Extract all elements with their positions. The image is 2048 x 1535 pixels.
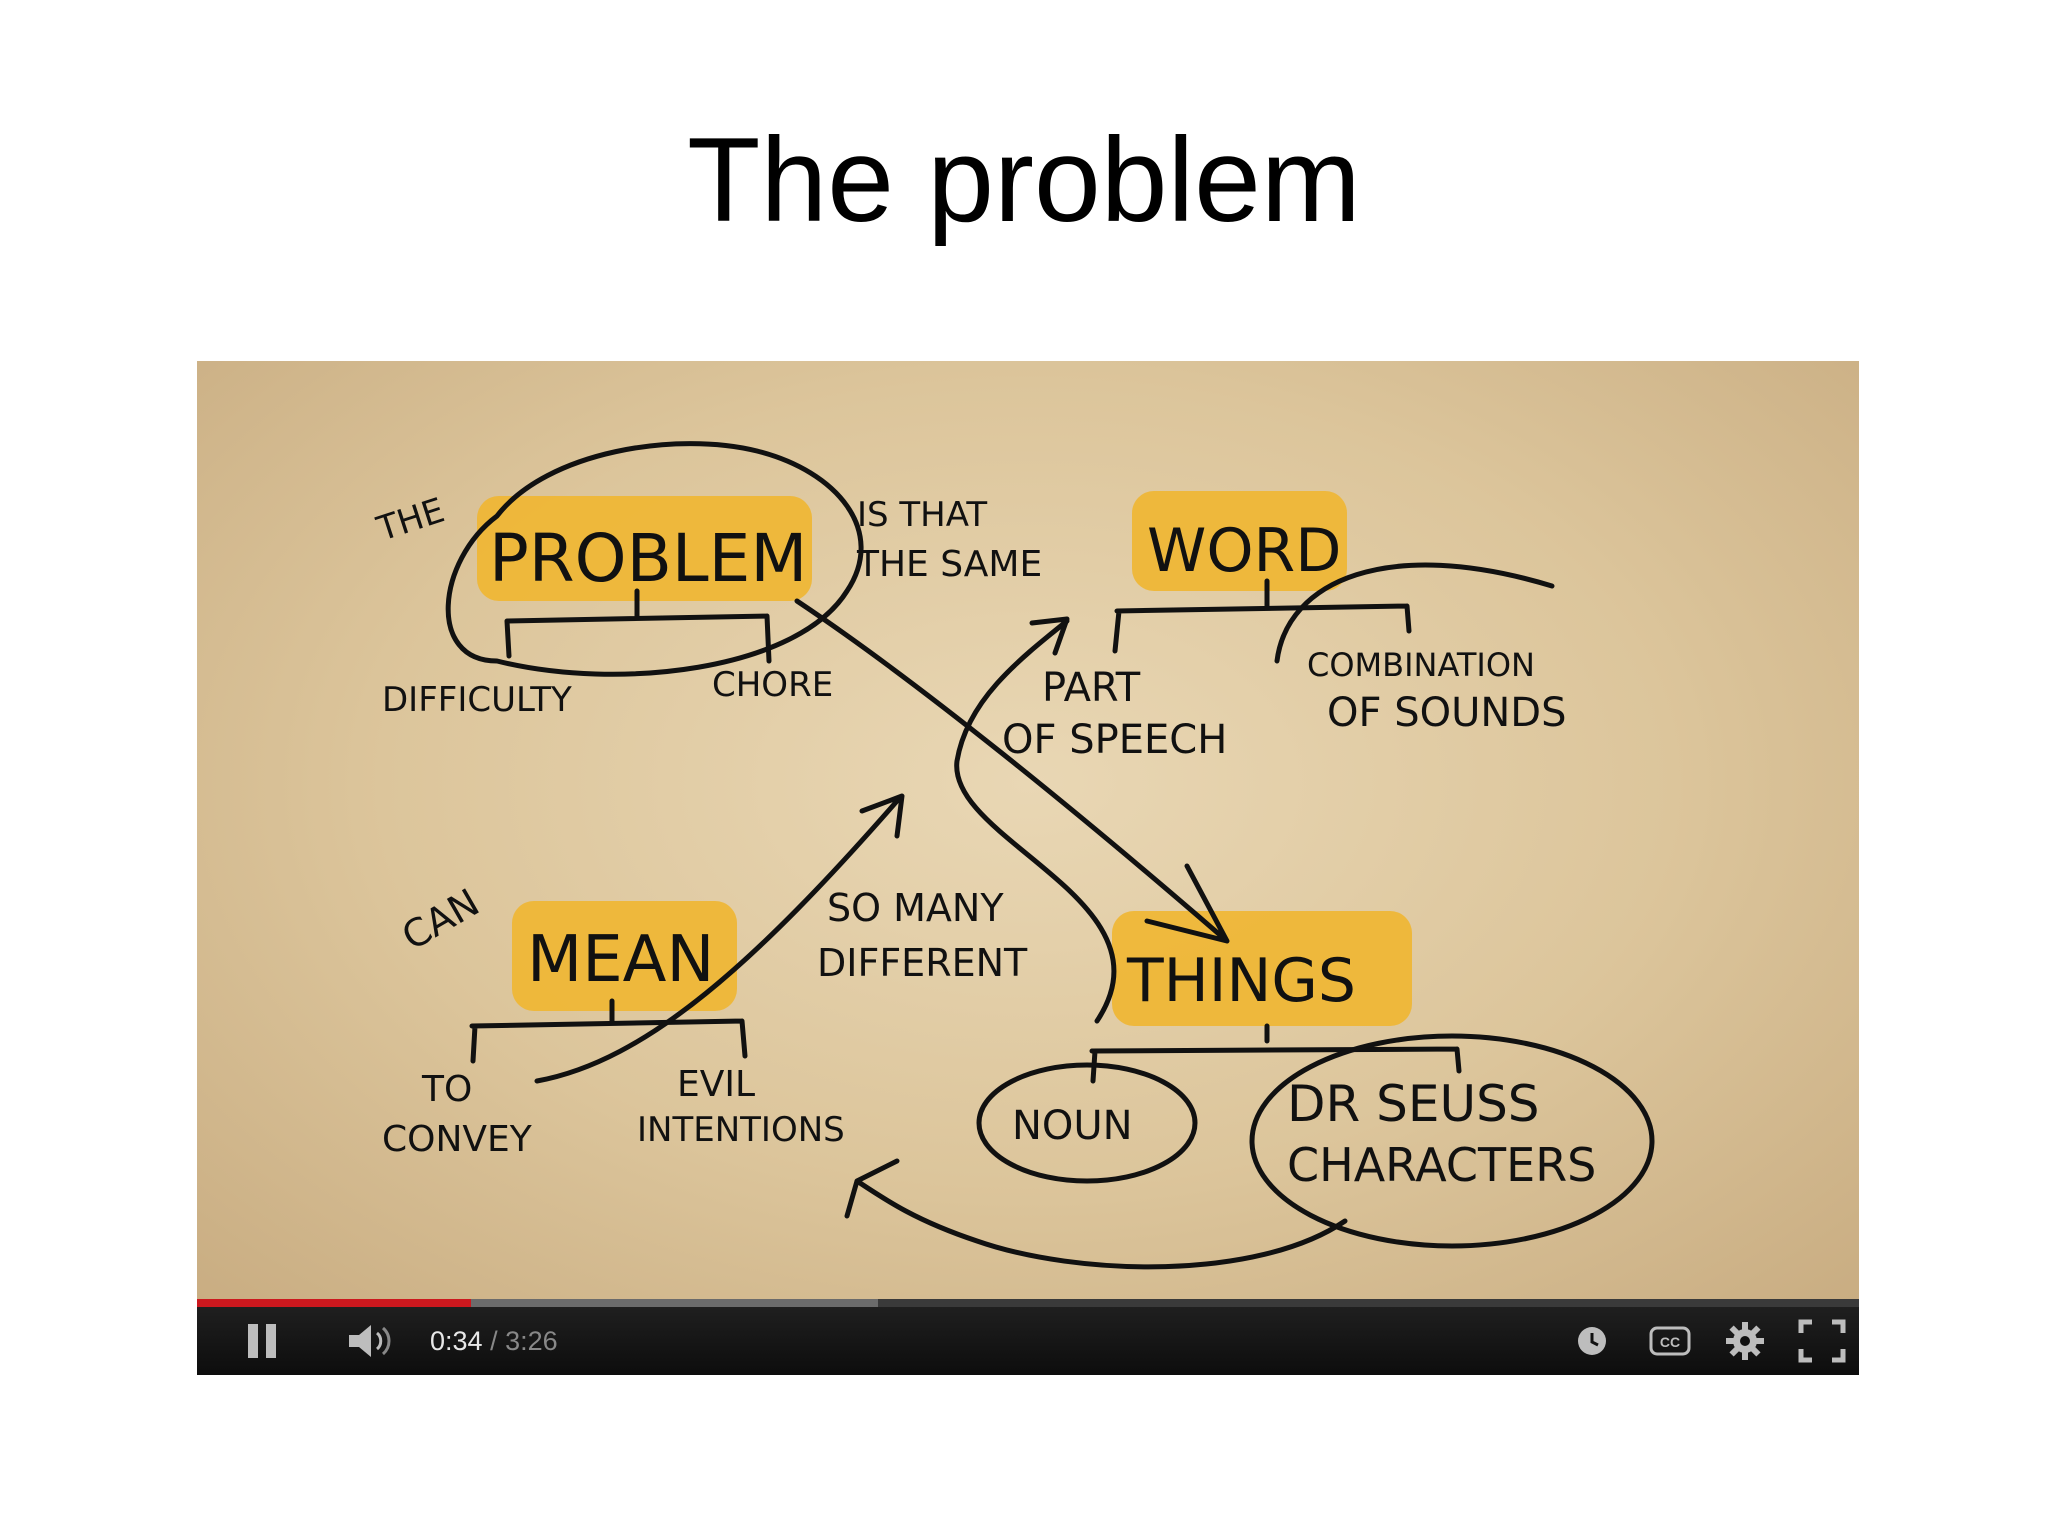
word-is-that: IS THAT (857, 495, 987, 535)
watch-later-button[interactable] (1567, 1307, 1617, 1375)
progress-buffered (197, 1299, 879, 1307)
settings-button[interactable] (1717, 1307, 1772, 1375)
whiteboard-drawing: THE PROBLEM IS THAT THE SAME WORD DIFFIC… (371, 441, 1655, 1270)
tree-problem (504, 588, 772, 664)
tree-things (1089, 1023, 1462, 1084)
progress-played (197, 1299, 472, 1307)
word-problem: PROBLEM (489, 520, 807, 597)
word-part: PART (1042, 665, 1141, 711)
word-difficulty: DIFFICULTY (382, 680, 572, 720)
word-the-same: THE SAME (856, 544, 1042, 585)
gear-icon (1725, 1322, 1764, 1360)
word-of-speech: OF SPEECH (1002, 717, 1227, 763)
progress-bar[interactable] (197, 1299, 1859, 1307)
tree-word (1112, 578, 1412, 654)
pause-button[interactable] (237, 1307, 287, 1375)
control-bar: 0:34 / 3:26 CC (197, 1307, 1859, 1375)
arrow-problem-things (794, 598, 1230, 944)
arc-combination (1274, 562, 1555, 664)
time-display: 0:34 / 3:26 (430, 1307, 558, 1375)
word-word: WORD (1147, 516, 1341, 586)
tree-mean (469, 998, 748, 1064)
word-mean: MEAN (527, 923, 714, 997)
time-separator: / (482, 1325, 506, 1356)
word-chore: CHORE (712, 665, 833, 705)
circle-drseuss (1249, 1033, 1655, 1249)
duration: 3:26 (505, 1325, 558, 1356)
clock-icon (1578, 1327, 1606, 1355)
circle-noun (976, 1062, 1198, 1184)
word-the: THE (371, 491, 449, 550)
word-noun: NOUN (1012, 1103, 1133, 1149)
word-can: CAN (395, 880, 487, 959)
arrow-noun-word (954, 616, 1117, 1024)
arrow-convey-up (534, 793, 905, 1084)
word-dr-seuss: DR SEUSS (1287, 1075, 1540, 1133)
svg-text:CC: CC (1659, 1334, 1679, 1350)
captions-button[interactable]: CC (1642, 1307, 1697, 1375)
word-to: TO (421, 1069, 472, 1110)
fullscreen-icon (1798, 1319, 1846, 1363)
current-time: 0:34 (430, 1325, 483, 1356)
word-things: THINGS (1126, 946, 1356, 1016)
highlight-problem (477, 496, 812, 601)
word-characters: CHARACTERS (1287, 1138, 1596, 1192)
video-player[interactable]: THE PROBLEM IS THAT THE SAME WORD DIFFIC… (197, 361, 1859, 1375)
arrow-bottom (844, 1158, 1348, 1270)
cc-icon: CC (1649, 1326, 1690, 1356)
circle-problem (445, 441, 864, 677)
highlight-word (1132, 491, 1347, 591)
word-evil: EVIL (677, 1064, 755, 1105)
word-combination: COMBINATION (1307, 646, 1535, 684)
pause-icon (248, 1324, 276, 1358)
word-intentions: INTENTIONS (637, 1110, 845, 1150)
fullscreen-button[interactable] (1792, 1307, 1852, 1375)
word-different: DIFFERENT (817, 941, 1028, 985)
word-so-many: SO MANY (827, 886, 1004, 930)
highlight-mean (512, 901, 737, 1011)
highlight-things (1112, 911, 1412, 1026)
volume-icon (349, 1325, 391, 1357)
word-of-sounds: OF SOUNDS (1327, 690, 1566, 736)
video-frame[interactable]: THE PROBLEM IS THAT THE SAME WORD DIFFIC… (197, 361, 1859, 1299)
word-convey: CONVEY (382, 1119, 533, 1160)
slide-title: The problem (687, 113, 1361, 247)
volume-button[interactable] (342, 1307, 402, 1375)
